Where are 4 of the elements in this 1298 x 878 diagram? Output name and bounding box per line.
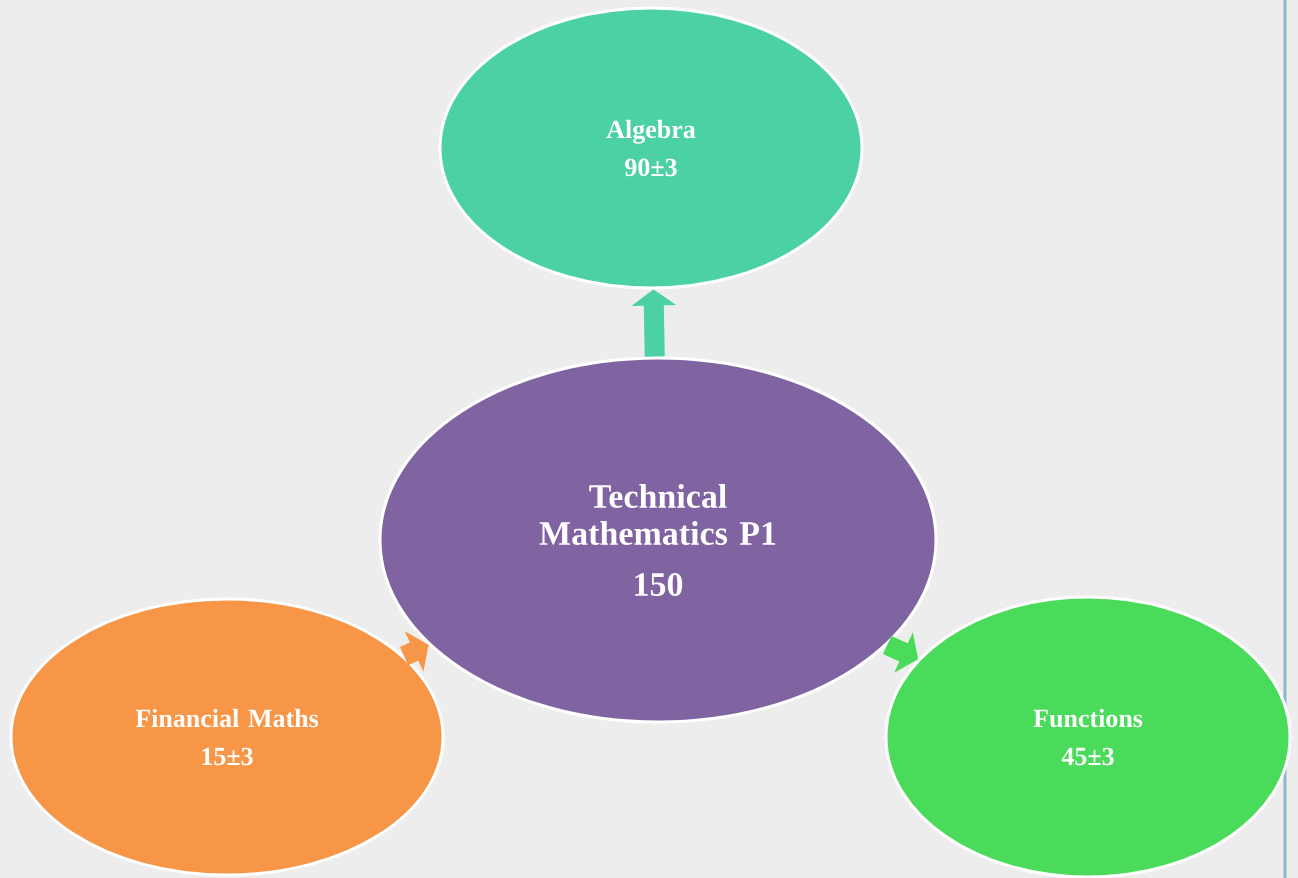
ellipse-node: Financial Maths 15±3 xyxy=(9,597,445,877)
ellipse-node: Algebra 90±3 xyxy=(438,6,864,290)
ellipse-node: Technical Mathematics P1 150 xyxy=(378,356,938,724)
ellipse-node: Functions 45±3 xyxy=(884,595,1292,878)
